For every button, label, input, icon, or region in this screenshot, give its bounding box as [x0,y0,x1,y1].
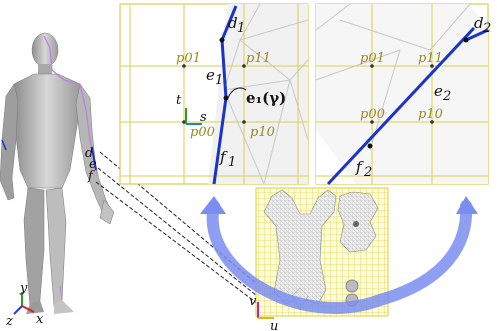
label-e: e [89,157,97,172]
axis-y-label: y [19,281,28,296]
human-body-model [0,32,115,314]
right-p10: p10 [418,107,443,122]
right-p01: p01 [360,51,385,66]
left-label-e-sub: 1 [215,73,223,88]
right-label-d: d [474,14,484,32]
mapping-arrow-head-left [200,196,226,214]
right-zoom-panel [315,3,489,186]
right-label-f-sub: 2 [363,165,372,180]
left-p01: p01 [176,51,201,66]
left-p00: p00 [190,125,215,140]
axis-x-label: x [36,312,44,327]
axis-z-label: z [5,314,13,329]
left-axis-s: s [200,110,207,125]
axis-u-label: u [270,319,278,331]
left-label-d: d [228,14,238,32]
right-p11: p11 [418,51,443,66]
left-label-e: e [206,66,215,84]
uv-axes: v u [249,294,278,331]
mapping-arrow [206,200,473,314]
right-label-f: f [355,158,364,176]
left-label-f-sub: 1 [228,155,236,170]
left-p10: p10 [250,125,275,140]
world-axes: y x z [5,281,44,329]
axis-v-label: v [249,294,257,309]
label-f: f [87,169,95,184]
left-zoom-panel [119,3,309,185]
mapping-arrow-head-right [456,196,478,214]
left-p11: p11 [246,51,271,66]
left-axis-t: t [176,93,182,108]
left-label-d-sub: 1 [237,21,245,36]
edge-pointer [227,87,247,99]
right-p00: p00 [360,107,385,122]
left-label-f: f [219,148,228,166]
right-label-e: e [434,82,443,100]
edge-expr: e₁(γ) [246,89,286,107]
right-label-e-sub: 2 [442,89,451,104]
label-d: d [85,146,93,161]
right-label-d-sub: 2 [482,21,491,36]
